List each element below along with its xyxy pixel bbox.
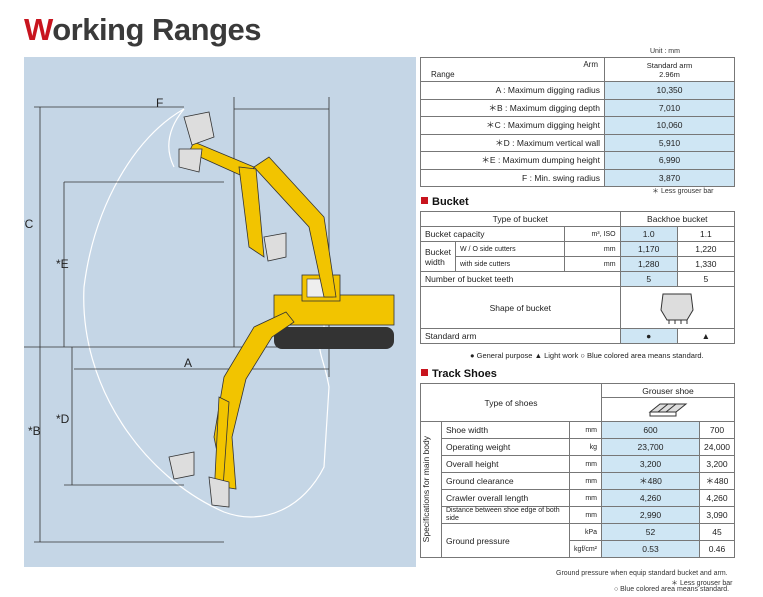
table-row: kgf/cm² 0.53 0.46 [421,540,735,558]
track-shoes-table: Type of shoes Grouser shoe Specification… [420,383,735,558]
excavator-drawing [24,97,395,543]
shoes-heading: Track Shoes [421,368,497,380]
range-note: ＊ Less grouser bar [652,188,714,195]
bucket-heading: Bucket [421,196,469,208]
excavator-lower [168,311,295,508]
section-square-icon [421,369,428,376]
label-a: A [184,356,193,370]
footnote-3: ○ Blue colored area means standard. [614,586,730,593]
working-range-diagram: F *C *E A *D *B [24,57,416,567]
bucket-shape-image [619,286,736,329]
range-header-cell: Arm Range [420,57,605,82]
track-shoe-icon [648,403,688,416]
footnote-2: ＊ Less grouser bar [671,580,733,587]
label-b: *B [28,424,41,438]
shoe-image [601,397,735,422]
label-e: *E [56,257,69,271]
page-title: Working Ranges [24,12,262,47]
label-c: *C [24,217,34,231]
excavator-upper [178,111,395,349]
label-f: F [156,96,164,110]
bucket-legend: ● General purpose ▲ Light work ○ Blue co… [470,351,704,360]
bucket-table: Type of bucket Backhoe bucket Bucket cap… [420,211,736,344]
table-row: Operating weight kg 23,700 24,000 [421,438,735,456]
section-square-icon [421,197,428,204]
side-label-cell: Specifications for main body [420,421,442,558]
footnote-1: Ground pressure when equip standard buck… [556,570,728,577]
label-d: *D [56,412,70,426]
unit-note: Unit : mm [650,48,680,55]
table-row: Distance between shoe edge of both side … [421,506,735,524]
table-row: Crawler overall length mm 4,260 4,260 [421,489,735,507]
table-row: Overall height mm 3,200 3,200 [421,455,735,473]
table-row: Ground clearance mm ＊480 ＊480 [421,472,735,490]
table-row: Ground pressure kPa 52 45 [421,523,735,558]
bucket-icon [660,293,694,324]
